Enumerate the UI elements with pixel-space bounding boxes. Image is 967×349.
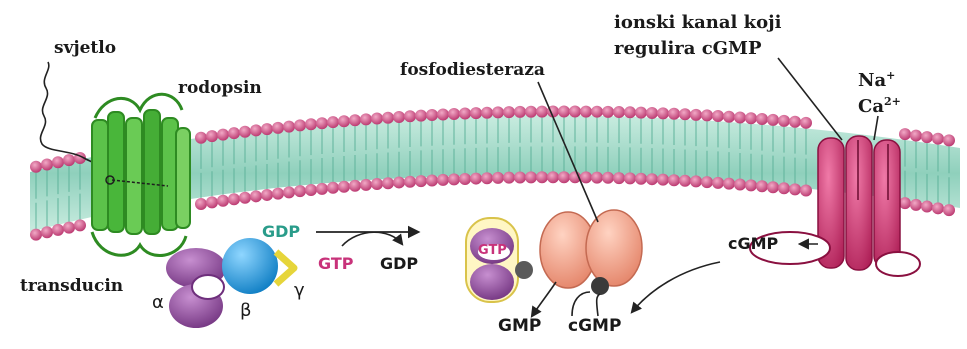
light-label: svjetlo — [54, 40, 116, 57]
transducin-complex — [166, 238, 294, 328]
alpha-subunit-label: α — [152, 294, 164, 312]
sodium-ion-label: Na+ — [858, 70, 895, 90]
gamma-subunit-label: γ — [294, 282, 305, 300]
transducin-gamma — [276, 252, 294, 284]
gmp-arrow — [532, 282, 556, 316]
channel-label-line1: ionski kanal koji — [614, 14, 781, 32]
cgmp-channel-label: cGMP — [728, 236, 778, 252]
rhodopsin-protein — [92, 94, 190, 255]
calcium-ion-label: Ca2+ — [858, 96, 901, 116]
cgmp-diffusion-arrow — [632, 262, 720, 312]
cgmp-product-label: cGMP — [568, 318, 621, 335]
transducin-label: transducin — [20, 278, 123, 295]
beta-subunit-label: β — [240, 302, 252, 320]
activated-transducin-alpha — [466, 218, 533, 302]
transducin-beta — [222, 238, 278, 294]
rhodopsin-label: rodopsin — [178, 80, 262, 97]
gdp-released-label: GDP — [380, 256, 418, 272]
gtp-gdp-curved-arrow — [342, 232, 402, 246]
cgmp-to-pde-line — [597, 294, 600, 316]
gtp-bound-label: GTP — [478, 244, 507, 257]
gtp-label: GTP — [318, 256, 354, 272]
cgmp-to-pde-line-2 — [572, 292, 590, 316]
channel-label-line2: regulira cGMP — [614, 40, 762, 58]
gmp-label: GMP — [498, 318, 541, 335]
gdp-bound-label: GDP — [262, 224, 300, 240]
phosphodiesterase-label: fosfodiesteraza — [400, 62, 545, 79]
